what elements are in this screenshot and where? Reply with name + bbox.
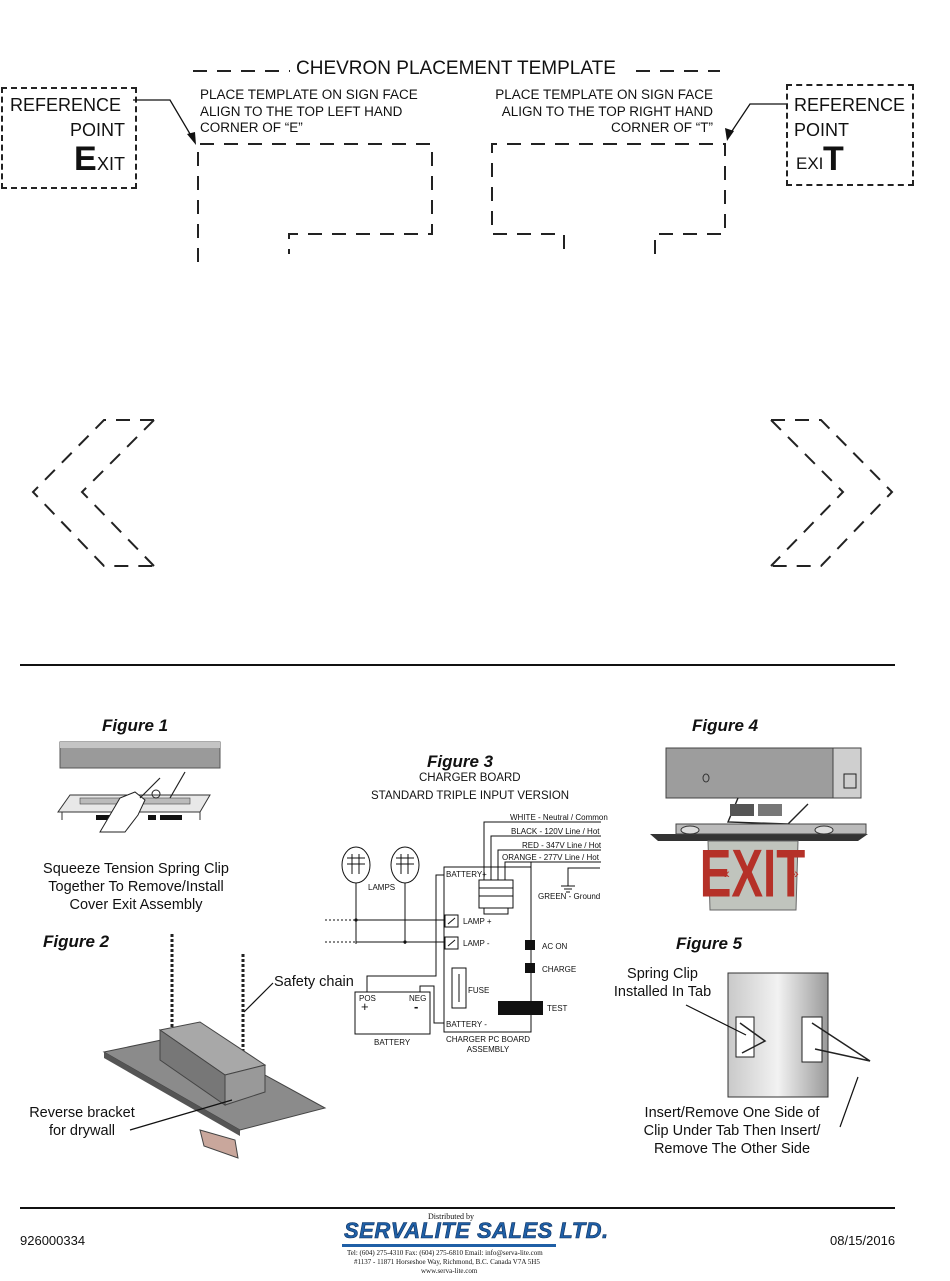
figure5-illustration (685, 972, 871, 1128)
figure4-exit-sign-text: EXIT (700, 836, 806, 911)
battery-plus-label: BATTERY+ (446, 870, 487, 879)
left-ref-line1: REFERENCE (10, 95, 122, 115)
part-number: 926000334 (20, 1233, 86, 1248)
template-title: CHEVRON PLACEMENT TEMPLATE (296, 58, 616, 79)
safety-chain-label: Safety chain (274, 974, 354, 990)
right-ref-line2: POINT (794, 120, 850, 140)
battery-label: BATTERY (374, 1038, 411, 1047)
left-ref-small-letters: XIT (97, 154, 126, 174)
battery-pos-label: POS (359, 994, 376, 1003)
left-instructions: PLACE TEMPLATE ON SIGN FACE ALIGN TO THE… (200, 87, 418, 135)
lamp-minus-label: LAMP - (463, 939, 490, 948)
figure4-title: Figure 4 (692, 716, 759, 735)
logo-underline (342, 1244, 556, 1247)
figure5-caption: Insert/Remove One Side of Clip Under Tab… (643, 1105, 821, 1157)
board-label: CHARGER PC BOARD ASSEMBLY (445, 1035, 530, 1054)
figure5-title: Figure 5 (676, 934, 743, 953)
right-ref-small-letters: EXI (796, 154, 824, 173)
svg-text:«: « (722, 865, 730, 881)
footer-contact-1: Tel: (604) 275-4310 Fax: (604) 275-6810 … (347, 1249, 543, 1257)
figure1-caption: Squeeze Tension Spring Clip Together To … (43, 861, 229, 913)
right-ref-line1: REFERENCE (794, 95, 906, 115)
wire-orange-label: ORANGE - 277V Line / Hot (502, 853, 599, 862)
lamp-plus-label: LAMP + (463, 917, 492, 926)
battery-minus-label: BATTERY - (446, 1020, 487, 1029)
figure3-subtitle1: CHARGER BOARD (419, 772, 521, 784)
ground-label: GREEN - Ground (538, 892, 601, 901)
right-reference-box (786, 84, 914, 186)
section-divider (20, 664, 895, 666)
figure4-illustration: EXIT « » (650, 747, 868, 912)
battery-plus-sign: + (361, 999, 369, 1014)
left-reference-box (1, 87, 137, 189)
template-outlines (31, 99, 894, 567)
figure1-title: Figure 1 (102, 716, 169, 735)
title-dashes (193, 70, 720, 72)
spring-clip-label: Spring Clip Installed In Tab (613, 966, 712, 1000)
lamps-label: LAMPS (368, 883, 396, 892)
battery-minus-sign: - (414, 999, 419, 1014)
reverse-bracket-label: Reverse bracket for drywall (29, 1105, 135, 1139)
wire-red-label: RED - 347V Line / Hot (522, 841, 602, 850)
fuse-label: FUSE (468, 986, 490, 995)
footer-website: www.serva-lite.com (421, 1267, 478, 1275)
charge-label: CHARGE (542, 965, 577, 974)
figure3-title: Figure 3 (427, 752, 494, 771)
document-date: 08/15/2016 (830, 1233, 896, 1248)
test-label: TEST (547, 1004, 568, 1013)
svg-text:»: » (791, 865, 799, 881)
figure3-subtitle2: STANDARD TRIPLE INPUT VERSION (371, 790, 570, 802)
right-instructions: PLACE TEMPLATE ON SIGN FACE ALIGN TO THE… (495, 87, 713, 135)
footer-divider (20, 1207, 895, 1209)
distributed-by: Distributed by (428, 1212, 474, 1221)
figure2-title: Figure 2 (43, 932, 110, 951)
figure2-illustration (102, 934, 327, 1159)
figure1-illustration (57, 741, 221, 833)
wire-black-label: BLACK - 120V Line / Hot (511, 827, 600, 836)
footer-contact-2: #1137 - 11871 Horseshoe Way, Richmond, B… (354, 1258, 540, 1266)
servalite-logo: SERVALITE SALES LTD. (344, 1218, 609, 1244)
battery-neg-label: NEG (409, 994, 427, 1003)
left-ref-line2: POINT (70, 120, 126, 140)
wire-white-label: WHITE - Neutral / Common (510, 813, 608, 822)
right-ref-big-letter: T (823, 140, 844, 178)
ac-on-label: AC ON (542, 942, 568, 951)
left-ref-big-letter: E (74, 140, 97, 178)
